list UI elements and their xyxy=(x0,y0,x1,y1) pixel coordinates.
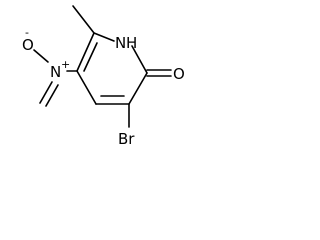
atom-carbonyl-oxygen: O xyxy=(173,65,185,83)
bond-nitro-o-double-1 xyxy=(39,81,53,104)
bond-c4-c5 xyxy=(76,70,97,105)
charge-nitro-nitrogen: + xyxy=(61,58,70,71)
bond-c2-c3 xyxy=(128,72,148,105)
bond-c6-n1 xyxy=(93,32,115,42)
bond-methyl xyxy=(72,5,95,34)
bond-c5-c6-inner xyxy=(83,42,98,72)
atom-bromine: Br xyxy=(118,130,135,148)
atom-nitrogen-ring: N xyxy=(115,34,126,52)
bond-n1-c2 xyxy=(131,45,148,74)
bond-c5-c6 xyxy=(76,32,95,72)
bond-nitro-o-double-2 xyxy=(45,84,59,107)
atom-nitro-nitrogen: N xyxy=(50,63,61,81)
atom-nitro-oxygen: O xyxy=(22,36,34,54)
molecule-diagram: N H O Br N + O - xyxy=(0,0,199,150)
bond-nitro-o-single xyxy=(33,49,49,63)
charge-nitro-oxygen: - xyxy=(25,26,29,39)
structure-canvas: N H O Br N + O - xyxy=(22,5,185,148)
atom-ring-hydrogen: H xyxy=(126,34,137,52)
